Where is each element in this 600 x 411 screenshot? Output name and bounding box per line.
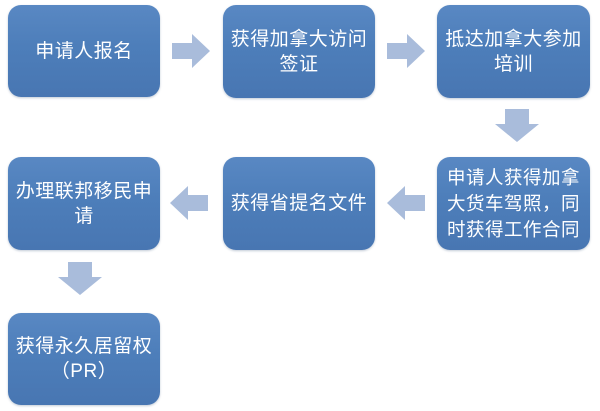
arrow-right-icon xyxy=(387,34,425,68)
arrow-right-icon xyxy=(172,34,210,68)
flow-step-label: 大货车驾照，同 xyxy=(446,192,580,214)
arrow-down-icon xyxy=(58,262,102,295)
flow-step-label: 抵达加拿大参加 xyxy=(445,28,582,50)
flow-step-applicant-signup: 申请人报名 xyxy=(8,5,160,97)
flow-step-permanent-residence: 获得永久居留权 （PR） xyxy=(8,313,160,405)
flow-step-label: 获得加拿大访问 xyxy=(230,28,368,50)
arrow-left-icon xyxy=(387,186,425,220)
flow-step-label: 请 xyxy=(74,205,94,227)
flow-step-federal-immigration: 办理联邦移民申 请 xyxy=(8,157,160,250)
flow-step-truck-license-contract: 申请人获得加拿 大货车驾照，同 时获得工作合同 xyxy=(437,157,590,250)
flow-step-label: 获得永久居留权 xyxy=(15,336,153,357)
flow-step-arrive-training: 抵达加拿大参加 培训 xyxy=(437,5,590,98)
flow-step-label: （PR） xyxy=(50,361,118,382)
flow-step-visitor-visa: 获得加拿大访问 签证 xyxy=(223,5,375,98)
flow-step-label: 申请人报名 xyxy=(35,40,133,62)
flow-step-provincial-nomination: 获得省提名文件 xyxy=(223,157,375,250)
flow-step-label: 办理联邦移民申 xyxy=(15,180,153,202)
arrow-left-icon xyxy=(170,186,208,220)
flow-step-label: 时获得工作合同 xyxy=(446,218,580,240)
arrow-down-icon xyxy=(495,109,539,142)
flow-step-label: 获得省提名文件 xyxy=(230,193,368,214)
flow-step-label: 培训 xyxy=(493,53,533,75)
flow-step-label: 申请人获得加拿 xyxy=(446,166,580,188)
flow-step-label: 签证 xyxy=(279,53,319,75)
